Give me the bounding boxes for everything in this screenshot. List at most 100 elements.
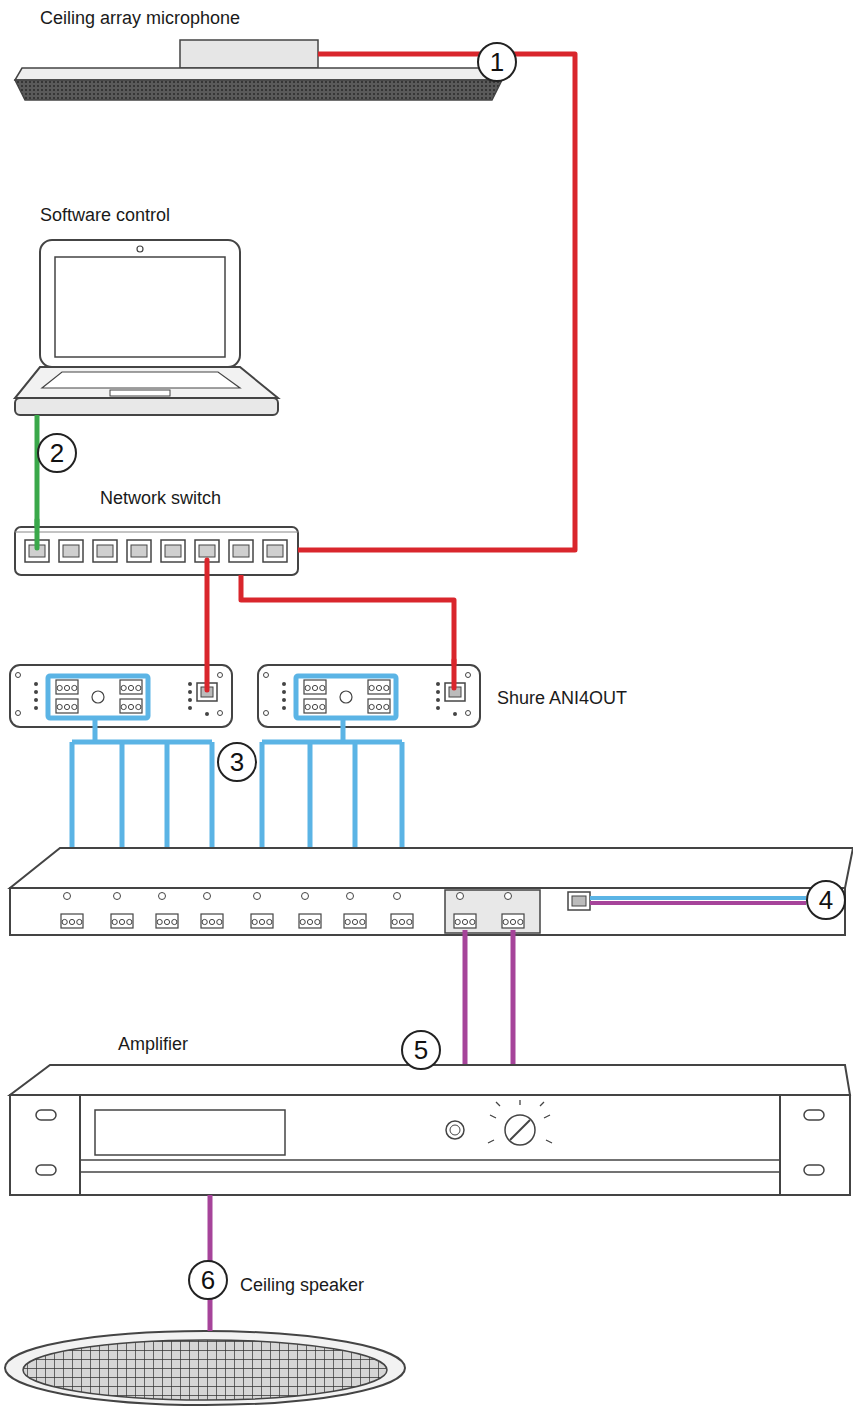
processor-illustration-part: [209, 919, 214, 924]
microphone-illustration-part: [180, 40, 318, 68]
amplifier-illustration-part: [10, 1065, 850, 1095]
ani4out-illustration-part: [92, 691, 104, 703]
switch-illustration-part: [233, 545, 249, 557]
amplifier-illustration-part: [80, 1159, 780, 1161]
switch-illustration-part: [97, 545, 113, 557]
device-node: Ceiling speaker: [5, 1331, 405, 1405]
ani4out-illustration-part: [72, 704, 77, 709]
laptop-illustration-part: [40, 240, 240, 367]
cable-connector: [241, 575, 454, 665]
switch-illustration-part: [93, 540, 117, 562]
switch-illustration: [15, 527, 298, 575]
processor-illustration-part: [394, 893, 401, 900]
amplifier-illustration-part: [446, 1121, 464, 1139]
processor-illustration-part: [572, 896, 586, 906]
processor-illustration-part: [62, 919, 67, 924]
processor-illustration-part: [315, 919, 320, 924]
ani4out-illustration-part: [64, 704, 69, 709]
ani4out-illustration-part: [34, 706, 38, 710]
ani4out-illustration-part: [312, 704, 317, 709]
ani4out-illustration-part: [34, 698, 38, 702]
ani4out-illustration-part: [120, 699, 142, 713]
ani4out-illustration-part: [218, 711, 223, 716]
ani4out-illustration-part: [188, 682, 192, 686]
microphone-illustration-part: [15, 80, 502, 100]
amplifier-feed-wires-part: [465, 930, 513, 1066]
processor-illustration-part: [267, 919, 272, 924]
device-label: Ceiling speaker: [240, 1274, 364, 1296]
amplifier-illustration-part: [804, 1165, 824, 1175]
analog-audio-wiring-part: [48, 676, 148, 718]
laptop-illustration: [15, 240, 278, 415]
ani4out-illustration-part: [436, 698, 440, 702]
ani4out-illustration-part: [384, 704, 389, 709]
amplifier-illustration-part: [10, 1095, 80, 1195]
ani4out-illustration-part: [16, 673, 21, 678]
processor-illustration-part: [201, 914, 223, 928]
ani4out-illustration-part: [304, 680, 326, 694]
ani4out-illustration-part: [312, 685, 317, 690]
ani4out-illustration-part: [320, 704, 325, 709]
ani4out-illustration-part: [34, 682, 38, 686]
processor-illustration-part: [510, 919, 515, 924]
ani4out-illustration-part: [282, 690, 286, 694]
ani4out-illustration-part: [376, 685, 381, 690]
ani4out-illustration-part: [16, 711, 21, 716]
callout-number: 6: [188, 1260, 228, 1300]
processor-illustration-part: [114, 893, 121, 900]
processor-illustration-part: [590, 901, 806, 905]
processor-illustration-part: [457, 893, 464, 900]
ani4out-illustration-part: [188, 706, 192, 710]
processor-illustration-part: [307, 919, 312, 924]
switch-illustration-part: [63, 545, 79, 557]
processor-illustration-part: [503, 919, 508, 924]
ani4out-illustration: [10, 665, 480, 727]
processor-illustration-part: [259, 919, 264, 924]
processor-illustration-part: [204, 893, 211, 900]
device-node: Network switch: [15, 527, 298, 575]
switch-illustration-part: [165, 545, 181, 557]
device-node: Ceiling array microphone: [15, 40, 510, 100]
cable-stubs: [37, 520, 454, 690]
ani4out-illustration-part: [56, 699, 78, 713]
ani4out-illustration-part: [264, 711, 269, 716]
device-label: Network switch: [100, 487, 221, 509]
ani4out-illustration-part: [188, 698, 192, 702]
laptop-illustration-part: [15, 398, 278, 415]
ani4out-illustration-part: [57, 704, 62, 709]
switch-illustration-part: [131, 545, 147, 557]
processor-illustration-part: [590, 896, 806, 900]
processor-illustration-part: [61, 914, 83, 928]
ani4out-illustration-part: [34, 690, 38, 694]
ani4out-illustration-part: [436, 690, 440, 694]
processor-illustration-part: [455, 919, 460, 924]
ani4out-illustration-part: [304, 699, 326, 713]
ani4out-illustration-part: [10, 665, 232, 727]
ani4out-illustration-part: [56, 680, 78, 694]
device-label: Shure ANI4OUT: [497, 687, 627, 709]
laptop-illustration-part: [15, 367, 278, 398]
laptop-illustration-part: [55, 257, 225, 357]
ceiling-speaker-illustration-part: [5, 1331, 405, 1405]
cable-stubs-part: [205, 560, 210, 690]
processor-illustration-part: [470, 919, 475, 924]
processor-illustration-part: [391, 914, 413, 928]
switch-illustration-part: [229, 540, 253, 562]
device-label: Ceiling array microphone: [40, 7, 240, 29]
processor-illustration-part: [164, 919, 169, 924]
ani4out-illustration-part: [121, 704, 126, 709]
ani4out-illustration-part: [282, 698, 286, 702]
ceiling-speaker-illustration-part: [23, 1340, 387, 1400]
callout-number: 1: [477, 42, 517, 82]
ani4out-illustration-part: [282, 706, 286, 710]
processor-illustration-part: [462, 919, 467, 924]
switch-illustration-part: [15, 532, 298, 533]
analog-audio-wiring-part: [296, 676, 396, 718]
processor-illustration-part: [399, 919, 404, 924]
switch-illustration-part: [263, 540, 287, 562]
processor-illustration-part: [111, 914, 133, 928]
ani4out-illustration-part: [368, 699, 390, 713]
cable-connector: [35, 415, 40, 527]
processor-illustration-part: [156, 914, 178, 928]
ani4out-illustration-part: [369, 704, 374, 709]
